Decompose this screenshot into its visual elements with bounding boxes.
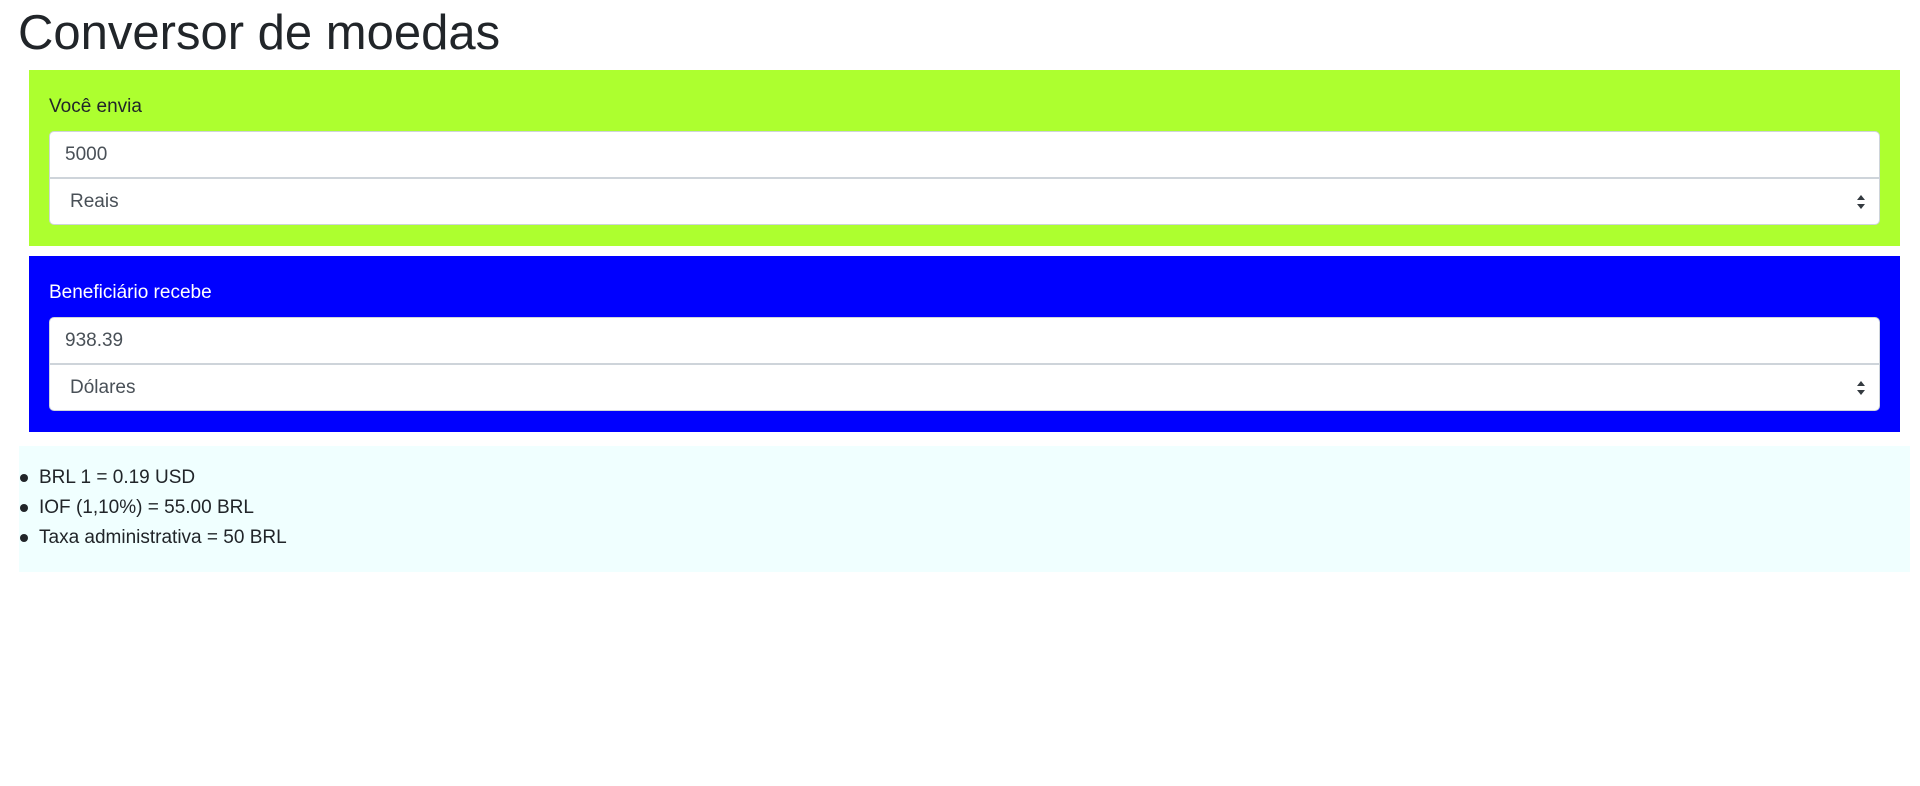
send-currency-select[interactable]: Reais [49,178,1880,225]
sort-arrows-icon [1857,381,1865,395]
page-title: Conversor de moedas [18,6,501,60]
conversion-info-list: BRL 1 = 0.19 USD IOF (1,10%) = 55.00 BRL… [19,446,1910,572]
send-label: Você envia [49,96,142,117]
send-panel: Você envia Reais [29,70,1900,246]
list-item: Taxa administrativa = 50 BRL [19,526,287,550]
list-item: IOF (1,10%) = 55.00 BRL [19,496,254,520]
receive-amount-input[interactable] [49,317,1880,364]
exchange-rate-text: BRL 1 = 0.19 USD [39,467,196,488]
receive-panel: Beneficiário recebe Dólares [29,256,1900,432]
bullet-icon [20,474,28,482]
bullet-icon [20,534,28,542]
sort-arrows-icon [1857,195,1865,209]
admin-fee-text: Taxa administrativa = 50 BRL [39,527,287,548]
send-currency-value: Reais [70,191,119,212]
receive-currency-value: Dólares [70,377,136,398]
send-amount-input[interactable] [49,131,1880,178]
bullet-icon [20,504,28,512]
iof-text: IOF (1,10%) = 55.00 BRL [39,497,254,518]
receive-currency-select[interactable]: Dólares [49,364,1880,411]
list-item: BRL 1 = 0.19 USD [19,466,195,490]
receive-label: Beneficiário recebe [49,282,212,303]
